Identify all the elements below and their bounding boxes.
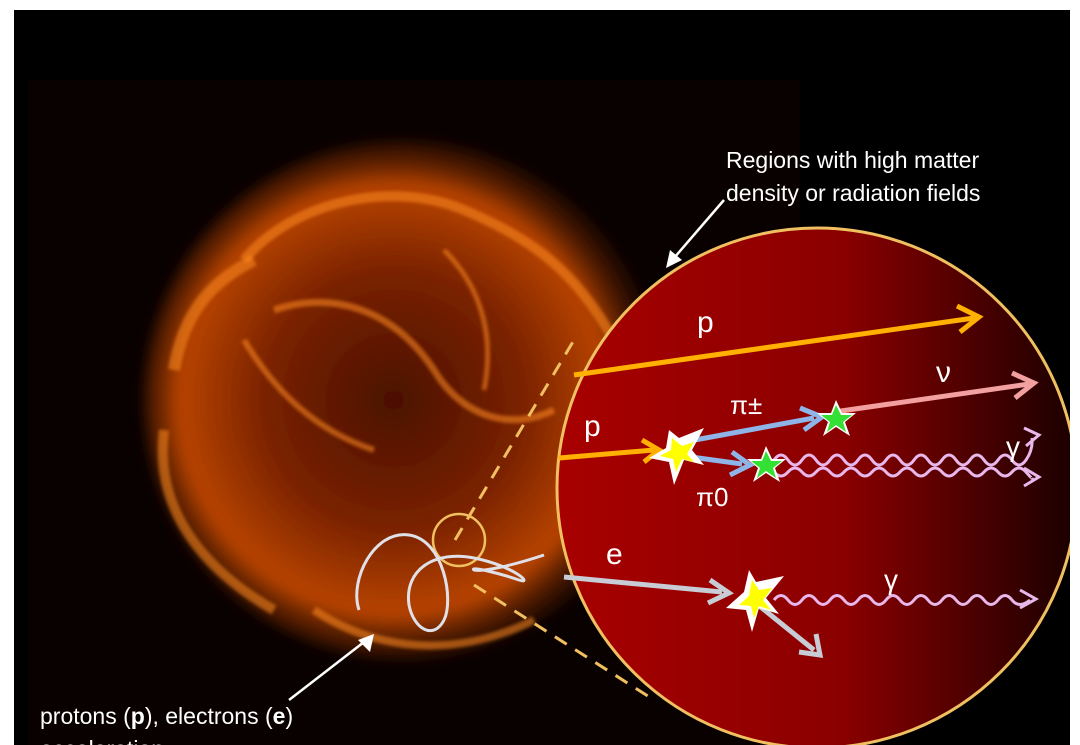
accel-text-mid: ), electrons ( xyxy=(144,703,273,729)
proton-left-track xyxy=(558,447,655,461)
arrow-head-icon xyxy=(1023,466,1042,488)
arrow-head-icon xyxy=(798,633,824,658)
arrow-head-icon xyxy=(666,250,682,268)
accel-text-suffix: ) xyxy=(285,703,294,729)
label-proton-top: p xyxy=(697,306,714,339)
gamma-upper-wave-2 xyxy=(772,466,1034,480)
accel-text-p: p xyxy=(130,703,145,729)
acceleration-annotation-line1: protons (p), electrons (e) xyxy=(40,701,293,731)
pion-charged-track xyxy=(683,415,815,445)
zoom-circle xyxy=(555,226,1070,745)
arrow-head-icon xyxy=(728,449,755,478)
accel-text-e: e xyxy=(272,703,286,729)
regions-annotation-line2: density or radiation fields xyxy=(726,180,981,206)
supernova-remnant xyxy=(144,140,664,660)
acceleration-trajectory xyxy=(355,533,545,633)
label-electron: e xyxy=(606,538,623,571)
annotation-arrows xyxy=(288,199,725,701)
label-neutrino: ν xyxy=(936,356,951,389)
star-burst-icon xyxy=(649,428,704,485)
green-star-icon xyxy=(817,400,856,436)
arrow-head-icon xyxy=(706,577,734,606)
accel-text-prefix: protons ( xyxy=(40,703,131,729)
green-star-icon xyxy=(747,446,786,482)
label-gamma-lower: γ xyxy=(884,564,898,595)
proton-top-track xyxy=(573,315,975,378)
neutrino-track xyxy=(833,381,1030,415)
arrow-head-icon xyxy=(358,634,374,652)
diagram-frame: Regions with high matter density or radi… xyxy=(14,10,1070,745)
zoom-indicator xyxy=(431,339,655,702)
label-pion-neutral: π0 xyxy=(696,482,729,512)
arrow-head-icon xyxy=(1019,588,1040,610)
star-burst-icon xyxy=(726,570,784,632)
acceleration-annotation-line2: acceleration xyxy=(40,734,164,745)
arrow-head-icon xyxy=(955,303,984,334)
gamma-upper-wave-1 xyxy=(772,437,1034,467)
label-proton-left: p xyxy=(584,410,601,443)
gamma-lower-wave xyxy=(772,594,1031,606)
diagram-canvas xyxy=(28,80,1070,745)
regions-annotation-line1: Regions with high matter xyxy=(726,147,980,173)
arrow-head-icon xyxy=(1010,370,1039,400)
label-pion-charged: π± xyxy=(730,390,763,420)
arrow-head-icon xyxy=(1023,426,1042,448)
electron-track xyxy=(563,574,723,595)
label-gamma-upper: γ xyxy=(1006,431,1020,462)
zoomed-region xyxy=(555,226,1070,745)
